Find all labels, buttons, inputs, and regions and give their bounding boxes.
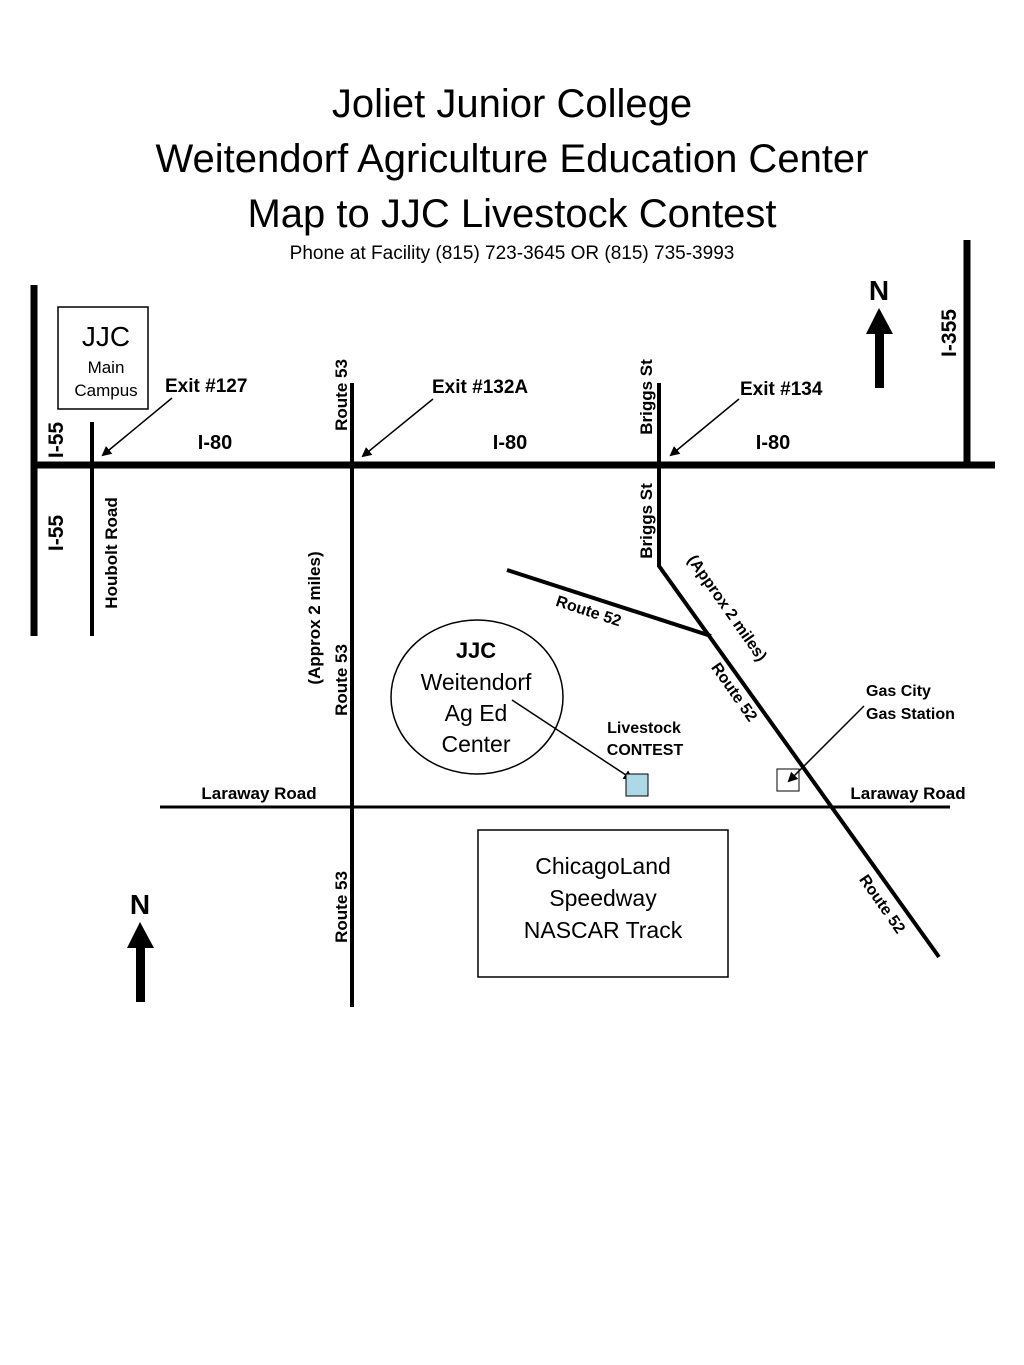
exit-127-arrow (101, 397, 173, 457)
route52-distance: (Approx 2 miles) (684, 552, 770, 664)
main-campus-box (57, 306, 149, 410)
i80-label-east: I-80 (756, 432, 790, 454)
briggs-label-south: Briggs St (637, 483, 656, 559)
ag-center-ellipse (390, 619, 564, 775)
gas-label-1: Gas City (866, 683, 931, 700)
gas-label-2: Gas Station (866, 706, 955, 723)
title-line-3: Map to JJC Livestock Contest (247, 192, 777, 236)
north-arrow-upper-shaft (875, 330, 884, 388)
compass-north-upper: N (866, 275, 893, 388)
briggs-label-north: Briggs St (637, 359, 656, 435)
title-line-1: Joliet Junior College (331, 82, 693, 126)
exit-134-label: Exit #134 (740, 379, 823, 400)
exit-134-arrow (669, 398, 740, 457)
ag-center-pointer (511, 699, 634, 781)
route53-distance: (Approx 2 miles) (305, 551, 324, 684)
speedway-line-3: NASCAR Track (524, 917, 683, 943)
north-arrow-upper-icon (866, 308, 893, 334)
gas-marker (776, 768, 800, 792)
houbolt-label: Houbolt Road (102, 497, 121, 608)
main-campus-campus: Campus (74, 381, 137, 400)
north-arrow-lower-icon (127, 922, 154, 948)
north-arrow-lower-shaft (136, 944, 145, 1002)
ag-center-jjc: JJC (456, 638, 496, 663)
road-route52-west (506, 568, 712, 638)
livestock-label-2: CONTEST (607, 742, 684, 759)
laraway-label-west: Laraway Road (201, 784, 316, 803)
livestock-marker (625, 773, 649, 797)
exit-132a-label: Exit #132A (432, 377, 528, 398)
speedway-line-1: ChicagoLand (535, 853, 671, 879)
title-line-2: Weitendorf Agriculture Education Center (155, 137, 869, 181)
north-label-lower: N (130, 889, 150, 920)
road-briggs-route52 (657, 465, 941, 959)
main-campus-jjc: JJC (82, 321, 130, 352)
north-label-upper: N (869, 275, 889, 306)
laraway-label-east: Laraway Road (850, 784, 965, 803)
exit-132a-arrow (361, 398, 434, 458)
route53-label-south: Route 53 (332, 871, 351, 943)
i55-label-north: I-55 (45, 422, 68, 459)
ag-center-aged: Ag Ed (445, 700, 508, 726)
phone-info: Phone at Facility (815) 723-3645 OR (815… (289, 243, 735, 264)
livestock-label-1: Livestock (607, 720, 681, 737)
route52-label-west: Route 52 (554, 593, 624, 630)
i80-label-west: I-80 (198, 432, 232, 454)
ag-center-weitendorf: Weitendorf (421, 669, 532, 695)
i55-label-south: I-55 (45, 515, 68, 552)
exit-127-label: Exit #127 (165, 376, 247, 397)
speedway-line-2: Speedway (549, 885, 657, 911)
main-campus-main: Main (88, 358, 125, 377)
i80-label-center: I-80 (493, 432, 527, 454)
ag-center-center: Center (441, 731, 510, 757)
route53-label-mid: Route 53 (332, 644, 351, 716)
i355-label: I-355 (938, 309, 961, 357)
gas-pointer (787, 705, 865, 783)
route53-label-north: Route 53 (332, 359, 351, 431)
compass-north-lower: N (127, 889, 154, 1002)
speedway-box (477, 829, 729, 978)
